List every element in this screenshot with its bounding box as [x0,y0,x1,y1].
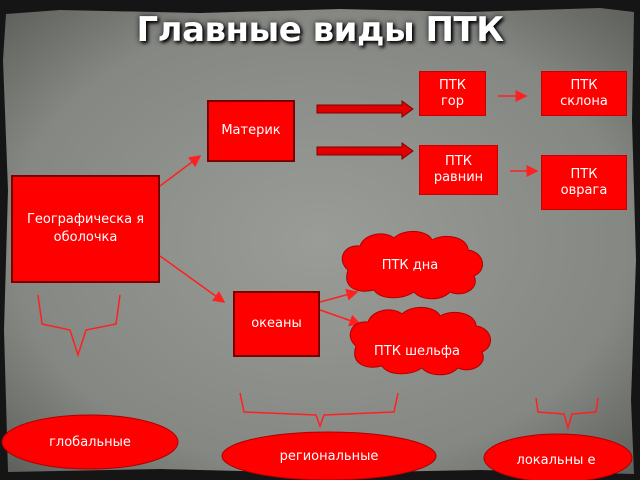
ellipse-local [483,433,633,480]
brace-local [535,397,599,431]
brace-regional [239,392,399,429]
block-arrow-to-mountains [316,100,414,118]
arrow-geo-to-continent [159,155,202,187]
node-geographic-envelope: Географическа я оболочка [11,175,160,283]
cloud-ptk-shelf [349,307,491,376]
cloud-label-ptk-shelf: ПТК шельфа [373,343,461,359]
level-global: глобальные [49,434,131,450]
block-arrow-to-plains [316,142,414,160]
ellipse-regional [221,431,437,480]
brace-global [37,294,121,358]
cloud-ptk-bottom [341,231,483,300]
node-ptk-ravine: ПТК оврага [541,155,627,210]
node-ptk-plains: ПТК равнин [419,145,498,195]
level-local: локальны е [516,452,596,468]
node-ptk-mountains: ПТК гор [419,71,486,116]
slide-title: Главные виды ПТК [136,10,504,50]
arrow-oceans-to-shelf [319,309,362,327]
level-regional: региональные [279,448,379,464]
cloud-label-ptk-bottom: ПТК дна [381,257,439,273]
node-oceans: океаны [233,291,320,357]
arrow-oceans-to-bottom [319,288,359,303]
node-ptk-slope: ПТК склона [541,71,627,116]
ellipse-global [1,414,179,470]
node-continent: Материк [207,100,295,162]
arrow-geo-to-oceans [159,255,226,303]
